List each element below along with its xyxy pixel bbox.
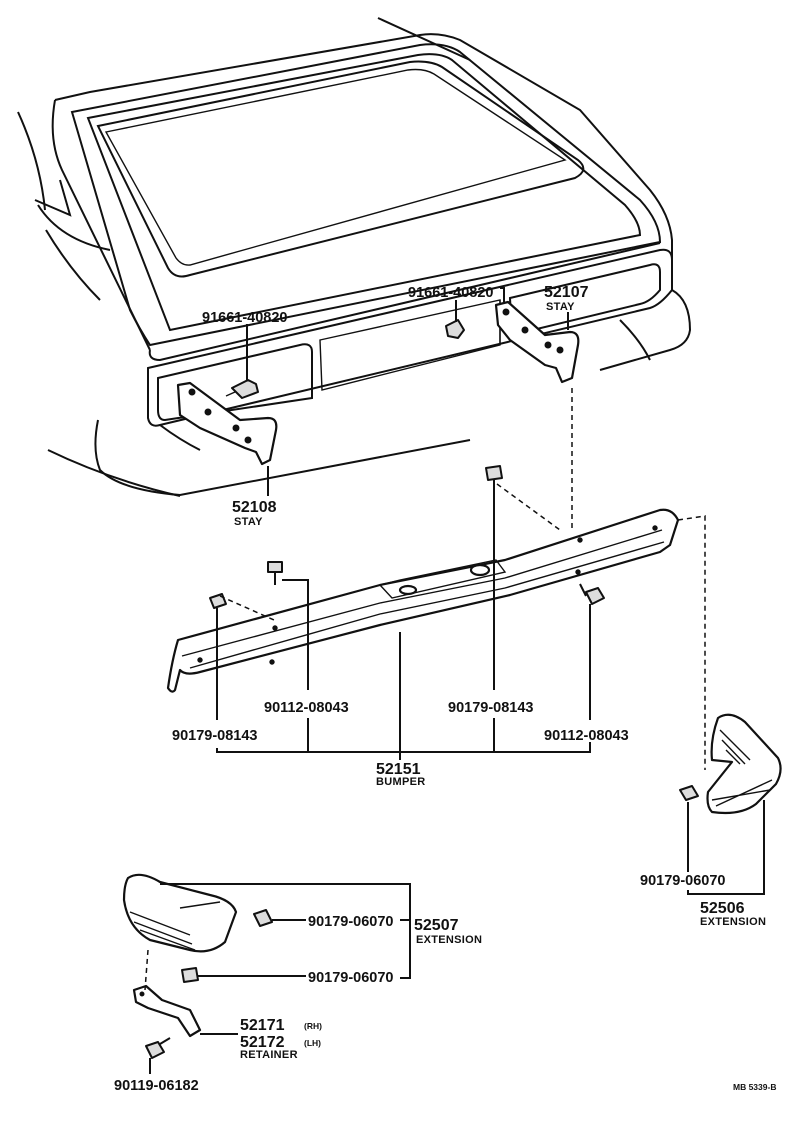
label-ext-lh-name: EXTENSION [416, 934, 482, 946]
label-retainer-rh-side: (RH) [304, 1021, 322, 1031]
label-stay-lh-number: 52108 [232, 499, 277, 516]
label-bumper-name: BUMPER [376, 776, 425, 788]
car-body-drawing [17, 17, 692, 497]
nut-90179-06070-lh-upper [253, 909, 273, 927]
nut-90179-06070-rh [679, 785, 699, 801]
bolt-91661-rh [445, 319, 465, 339]
label-bumper-nut-left: 90179-08143 [172, 728, 257, 744]
extension-lh-52507 [122, 873, 238, 953]
bolt-90112-08043-right [579, 583, 605, 605]
extension-rh-52506 [706, 713, 782, 815]
label-stay-bolt-rh: 91661-40820 [408, 285, 493, 301]
label-bumper-number: 52151 [376, 761, 421, 778]
label-bumper-bolt-right: 90112-08043 [544, 728, 629, 744]
label-stay-bolt-lh: 91661-40820 [202, 310, 287, 326]
nut-90179-06070-lh-lower [181, 967, 199, 983]
bolt-90112-08043-left [267, 561, 283, 585]
label-ext-lh-nut-lower: 90179-06070 [308, 970, 393, 986]
label-stay-lh-name: STAY [234, 516, 263, 528]
bumper-52151 [166, 508, 680, 693]
label-ext-lh-number: 52507 [414, 917, 459, 934]
bolt-90119-06182 [145, 1037, 171, 1059]
drawing-code: MB 5339-B [733, 1082, 776, 1092]
label-retainer-bolt: 90119-06182 [114, 1078, 199, 1094]
part-labels: 91661-40820 91661-40820 52107 STAY 52108… [114, 284, 776, 1094]
label-ext-rh-name: EXTENSION [700, 916, 766, 928]
label-ext-lh-nut-upper: 90179-06070 [308, 914, 393, 930]
label-retainer-lh-number: 52172 [240, 1034, 285, 1051]
nut-90179-08143-right [485, 465, 503, 481]
bolt-91661-lh [225, 379, 259, 399]
leader-lines [144, 287, 765, 1074]
label-ext-rh-nut: 90179-06070 [640, 873, 725, 889]
nut-90179-08143-left [209, 593, 227, 609]
stay-lh-52108 [176, 381, 278, 466]
label-stay-rh-name: STAY [546, 301, 575, 313]
label-retainer-name: RETAINER [240, 1049, 298, 1061]
label-retainer-lh-side: (LH) [304, 1038, 321, 1048]
label-ext-rh-number: 52506 [700, 900, 745, 917]
label-stay-rh-number: 52107 [544, 284, 589, 301]
retainer-52171-52172 [132, 984, 202, 1038]
label-retainer-rh-number: 52171 [240, 1017, 285, 1034]
label-bumper-nut-right: 90179-08143 [448, 700, 533, 716]
stay-rh-52107 [494, 300, 580, 384]
label-bumper-bolt-left: 90112-08043 [264, 700, 349, 716]
